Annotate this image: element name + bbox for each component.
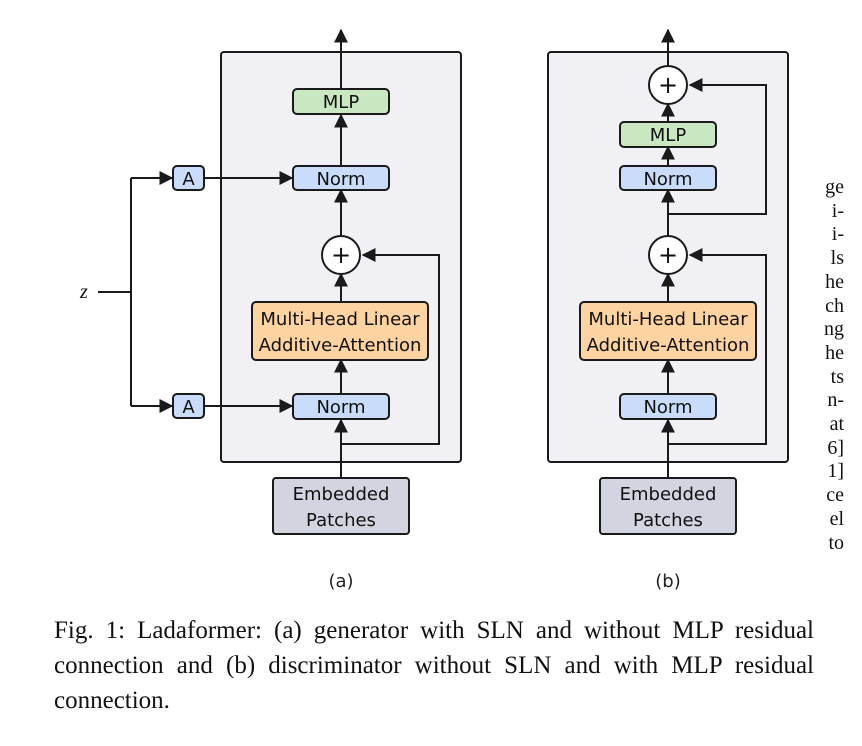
side-text-fragment: at <box>829 413 844 435</box>
attention-box-b <box>579 301 757 361</box>
norm-box-a-top <box>292 165 390 191</box>
adapter-box-bottom <box>172 393 205 419</box>
add-node-a <box>321 235 361 275</box>
embedded-label-b-line2: Patches <box>633 510 703 531</box>
side-text-fragment: 1] <box>827 460 844 483</box>
add-node-b-top-label: + <box>658 71 678 99</box>
attention-label-a-line1: Multi-Head Linear <box>260 309 420 330</box>
norm-box-a-bottom <box>292 393 390 420</box>
side-text-fragment: i- <box>831 223 844 246</box>
norm-label-a-top: Norm <box>316 169 365 190</box>
add-node-b-bottom-label: + <box>658 241 678 269</box>
side-text-fragment: ts <box>830 365 844 388</box>
side-text-fragment: 6] <box>827 436 844 459</box>
side-text-fragment: ch <box>825 294 844 317</box>
attention-label-a-line2: Additive-Attention <box>259 335 422 356</box>
add-node-a-label: + <box>331 241 351 269</box>
adapter-label-bottom: A <box>182 397 195 418</box>
adapter-box-top <box>172 165 205 191</box>
side-text-fragment: ce <box>826 484 844 507</box>
norm-label-a-bottom: Norm <box>316 397 365 418</box>
embedded-patches-box-a <box>272 477 410 535</box>
norm-label-b-top: Norm <box>643 169 692 190</box>
side-text-fragment: ng <box>824 318 844 341</box>
side-text-fragment: to <box>828 531 844 554</box>
mlp-box-a <box>292 88 390 115</box>
attention-label-b-line2: Additive-Attention <box>587 335 750 356</box>
attention-box-a <box>251 301 429 361</box>
add-node-b-bottom <box>648 235 688 275</box>
mlp-label-a: MLP <box>323 92 360 113</box>
norm-label-b-bottom: Norm <box>643 397 692 418</box>
mlp-label-b: MLP <box>650 125 687 146</box>
panel-a-flow-lines <box>334 28 440 478</box>
panel-b-flow-lines <box>661 28 767 478</box>
side-text-fragment: el <box>829 507 844 530</box>
embedded-label-b-line1: Embedded <box>620 484 717 505</box>
adapter-label-top: A <box>182 169 195 190</box>
sublabel-b: (b) <box>655 571 680 592</box>
z-branch-lines <box>98 171 294 413</box>
norm-box-b-top <box>619 165 717 191</box>
add-node-b-top <box>648 65 688 105</box>
side-text-fragment: he <box>825 270 844 293</box>
mlp-box-b <box>619 121 717 148</box>
embedded-label-a-line2: Patches <box>306 510 376 531</box>
side-text-fragment: i- <box>831 199 844 222</box>
figure-ladaformer: z A A MLP Norm + Multi-Head Linear Addit… <box>79 28 789 592</box>
embedded-label-a-line1: Embedded <box>293 484 390 505</box>
side-text-fragment: he <box>825 341 844 364</box>
embedded-patches-box-b <box>599 477 737 535</box>
sublabel-a: (a) <box>328 571 353 592</box>
figure-caption: Fig. 1: Ladaformer: (a) generator with S… <box>54 617 814 714</box>
side-text-fragment: ge <box>825 176 844 198</box>
attention-label-b-line1: Multi-Head Linear <box>588 309 748 330</box>
z-label: z <box>79 281 88 303</box>
side-text-fragment: ls <box>830 247 844 270</box>
norm-box-b-bottom <box>619 393 717 420</box>
side-text-fragment: n- <box>827 389 844 412</box>
